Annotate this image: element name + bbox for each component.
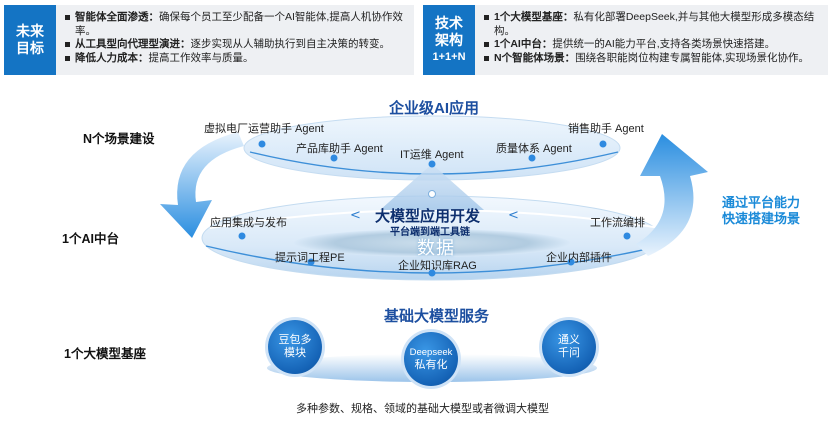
bullet-item: 1个AI中台：提供统一的AI能力平台,支持各类场景快速搭建。 — [483, 38, 824, 52]
bullet-item: 1个大模型基座：私有化部署DeepSeek,并与其他大模型形成多模态结构。 — [483, 11, 824, 38]
bullet-item: N个智能体场景：围绕各职能岗位构建专属智能体,实现场景化协作。 — [483, 52, 824, 66]
chevron-left-icon: < — [508, 208, 519, 223]
platform-node — [428, 269, 436, 277]
future-goals-list: 智能体全面渗透：确保每个员工至少配备一个AI智能体,提高人机协作效率。 从工具型… — [64, 11, 410, 65]
platform-item-label: 企业内部插件 — [546, 252, 612, 264]
right-up-arrow-shape — [636, 134, 708, 256]
badge-line: 目标 — [16, 40, 44, 56]
platform-node — [567, 258, 575, 266]
badge-line: 架构 — [435, 31, 463, 48]
model-tongyi: 通义千问 — [542, 320, 596, 374]
agent-label: IT运维 Agent — [400, 149, 464, 161]
platform-capability-callout: 通过平台能力 快速搭建场景 — [722, 195, 800, 227]
platform-node — [238, 232, 246, 240]
bullet-item: 智能体全面渗透：确保每个员工至少配备一个AI智能体,提高人机协作效率。 — [64, 11, 410, 38]
model-doubao: 豆包多模块 — [268, 320, 322, 374]
left-down-arrow-shape — [160, 132, 244, 238]
agent-node — [528, 154, 536, 162]
callout-line: 快速搭建场景 — [722, 211, 801, 226]
badge-line: 1+1+N — [432, 50, 466, 63]
agent-node — [599, 140, 607, 148]
chevron-left-icon: < — [350, 208, 361, 223]
platform-item-label: 企业知识库RAG — [398, 260, 477, 272]
tech-architecture-badge: 技术 架构 1+1+N — [423, 5, 475, 75]
platform-center-title: 大模型应用开发 — [375, 208, 481, 225]
platform-to-agent-cone — [380, 164, 484, 210]
bullet-item: 从工具型向代理型演进：逐步实现从人辅助执行到自主决策的转变。 — [64, 38, 410, 52]
row-label-scenes: N个场景建设 — [83, 132, 155, 146]
agent-label: 销售助手 Agent — [568, 123, 644, 135]
platform-item-label: 提示词工程PE — [275, 252, 345, 264]
base-model-footer: 多种参数、规格、领域的基础大模型或者微调大模型 — [296, 403, 549, 415]
platform-node — [623, 232, 631, 240]
cone-apex-dot — [428, 190, 436, 198]
agent-node — [428, 160, 436, 168]
future-goals-badge: 未来 目标 — [4, 5, 56, 75]
agent-node — [330, 154, 338, 162]
platform-core — [294, 229, 570, 257]
platform-item-label: 工作流编排 — [590, 217, 645, 229]
row-label-platform: 1个AI中台 — [62, 232, 119, 246]
tech-architecture-panel: 技术 架构 1+1+N 1个大模型基座：私有化部署DeepSeek,并与其他大模… — [423, 5, 828, 75]
platform-item-label: 应用集成与发布 — [210, 217, 287, 229]
future-goals-panel: 未来 目标 智能体全面渗透：确保每个员工至少配备一个AI智能体,提高人机协作效率… — [4, 5, 414, 75]
callout-line: 通过平台能力 — [722, 195, 801, 210]
agent-label: 产品库助手 Agent — [296, 143, 383, 155]
platform-data-label: 数据 — [417, 238, 455, 258]
agent-label: 质量体系 Agent — [496, 143, 572, 155]
badge-line: 未来 — [16, 23, 44, 39]
bullet-item: 降低人力成本：提高工作效率与质量。 — [64, 52, 410, 66]
badge-line: 技术 — [435, 14, 463, 31]
enterprise-ai-title: 企业级AI应用 — [389, 100, 480, 117]
platform-node — [307, 258, 315, 266]
tech-architecture-list: 1个大模型基座：私有化部署DeepSeek,并与其他大模型形成多模态结构。 1个… — [483, 11, 824, 65]
base-model-title: 基础大模型服务 — [384, 308, 490, 325]
agent-label: 虚拟电厂运营助手 Agent — [204, 123, 324, 135]
platform-center-subtitle: 平台端到端工具链 — [390, 227, 470, 238]
agent-node — [258, 140, 266, 148]
row-label-base: 1个大模型基座 — [64, 347, 146, 361]
